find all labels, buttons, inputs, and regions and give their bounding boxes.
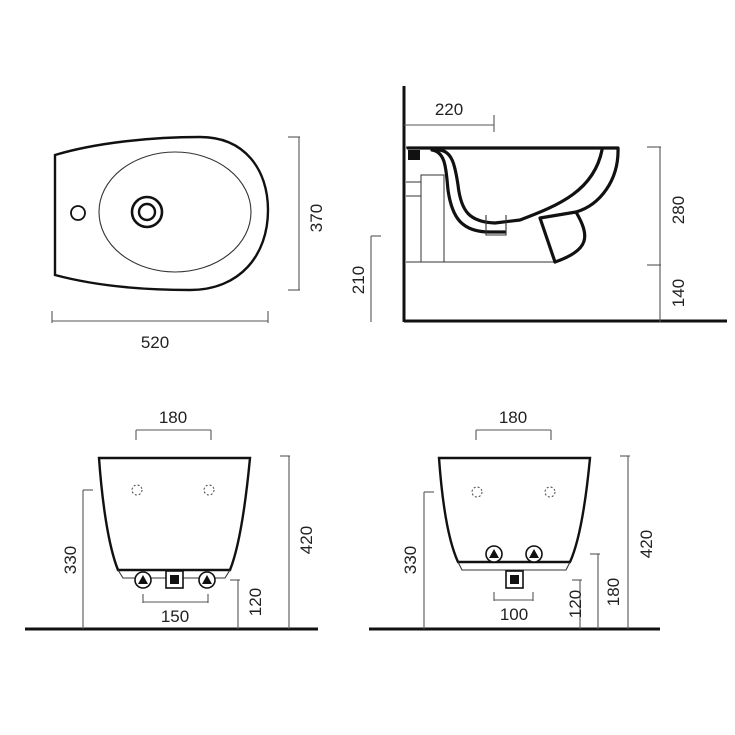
- connection-left: [134, 571, 152, 589]
- dimension-fixing-left: 180: [135, 408, 212, 440]
- dimension-connection-left: 150: [142, 594, 209, 626]
- connection-spacing-label-left: 150: [161, 607, 189, 626]
- tap-hole: [70, 205, 86, 221]
- outlet-height-label-left: 120: [246, 588, 265, 616]
- dimension-total-height-right: 420: [620, 455, 656, 629]
- top-view-bowl: [98, 151, 252, 273]
- side-view: 220 280 140 210: [349, 86, 727, 323]
- dimension-width: 520: [51, 311, 269, 352]
- dimension-bowl-height: 280 140: [647, 146, 688, 322]
- floor-clearance-label: 140: [669, 279, 688, 307]
- fixing-spacing-label-left: 180: [159, 408, 187, 427]
- side-inner-bowl: [436, 148, 604, 225]
- rear-view-right: 180 420 330 120 180: [369, 408, 660, 631]
- total-height-label-left: 420: [297, 526, 316, 554]
- wall-bracket: [420, 174, 445, 263]
- inlet-height-label-right: 180: [604, 578, 623, 606]
- total-height-label-right: 420: [637, 530, 656, 558]
- fixing-hole-left: [471, 486, 483, 498]
- dimension-projection: 220: [404, 100, 495, 132]
- connection-right: [525, 545, 543, 563]
- connection-bottom: [505, 570, 524, 589]
- dimension-fixing-height-right: 330: [401, 491, 434, 629]
- projection-label: 220: [435, 100, 463, 119]
- connection-left: [485, 545, 503, 563]
- fixing-height-label-left: 330: [61, 546, 80, 574]
- side-outer-shell: [406, 146, 620, 264]
- connection-center: [165, 570, 184, 589]
- inlet-height-label: 210: [349, 266, 368, 294]
- dimension-fixing-height-left: 330: [61, 489, 93, 629]
- connection-right: [198, 571, 216, 589]
- connection-spacing-label-right: 100: [500, 605, 528, 624]
- wall-stub: [408, 150, 420, 160]
- dimension-inlet-height-right: 180: [590, 553, 623, 629]
- dimension-depth: 370: [288, 136, 326, 291]
- bowl-height-label: 280: [669, 196, 688, 224]
- rear-left-outline: [97, 456, 252, 572]
- dimension-outlet-height-right: 120: [566, 579, 585, 629]
- dimension-fixing-right: 180: [475, 408, 552, 440]
- fixing-hole-left: [131, 484, 143, 496]
- fixing-hole-right: [544, 486, 556, 498]
- dimension-outlet-height-left: 120: [230, 579, 265, 629]
- rear-view-left: 180 420 330 120 150: [25, 408, 318, 631]
- fixing-spacing-label-right: 180: [499, 408, 527, 427]
- depth-label: 370: [307, 204, 326, 232]
- width-label: 520: [141, 333, 169, 352]
- dimension-inlet-height: 210: [349, 235, 381, 322]
- fixing-height-label-right: 330: [401, 546, 420, 574]
- outlet-height-label-right: 120: [566, 590, 585, 618]
- dimension-total-height-left: 420: [280, 455, 316, 629]
- fixing-hole-right: [203, 484, 215, 496]
- drain-inner: [137, 202, 157, 222]
- dimension-connection-right: 100: [493, 592, 534, 624]
- top-view: 520 370: [51, 135, 326, 352]
- rear-right-outline: [437, 456, 592, 564]
